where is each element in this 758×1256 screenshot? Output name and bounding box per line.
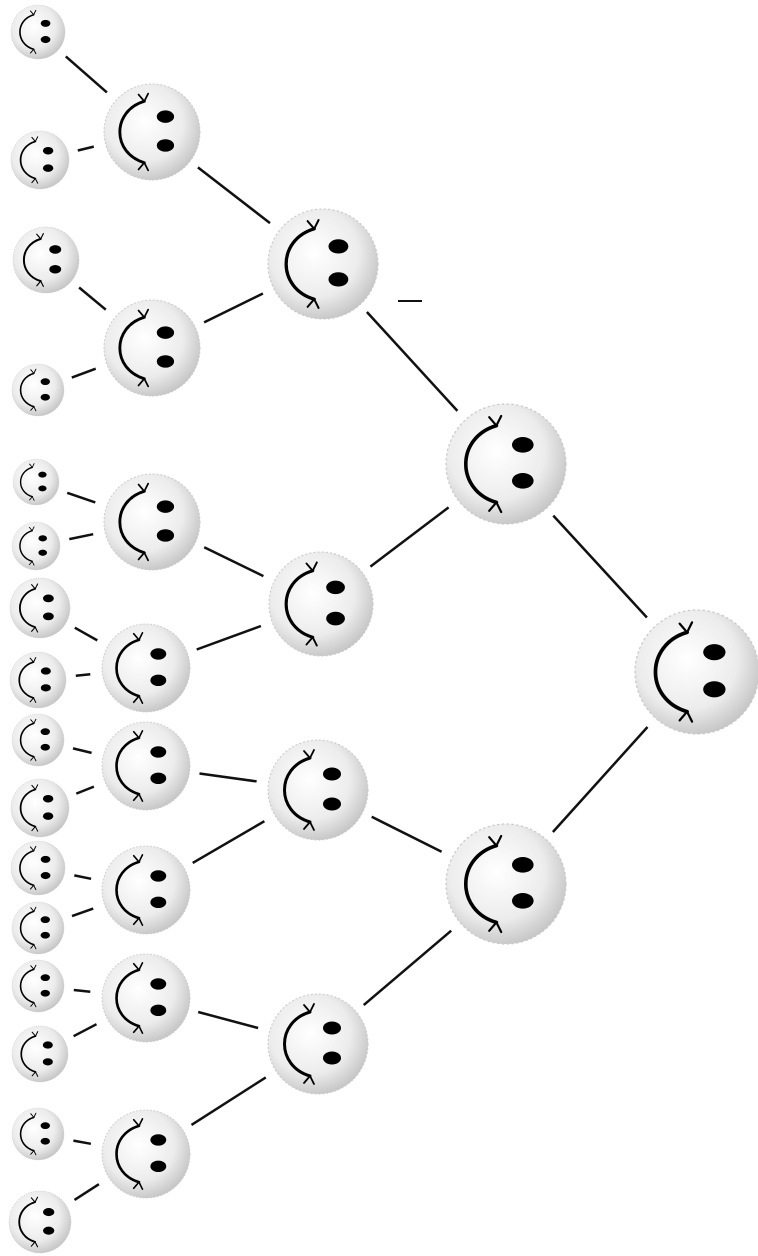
leaf-node [10,4,66,60]
tree-node [101,845,191,935]
smiley-face-icon [10,778,70,838]
tree-edge [66,491,96,504]
leaf-node [10,840,66,896]
smiley-face-icon [11,713,65,767]
leaf-node [12,226,80,294]
smiley-face-icon [10,130,70,190]
tree-edge [192,820,266,864]
tree-edge [73,1023,98,1038]
tree-node [101,1109,191,1199]
tree-edge [73,1139,92,1146]
tree-edges [64,55,649,1201]
tree-node [267,208,379,320]
tree-edge [362,929,453,1007]
leaf-node [9,577,71,639]
tree-node [445,403,567,525]
tree-edge [72,747,92,755]
leaf-node [10,130,70,190]
smiley-face-icon [445,403,567,525]
smiley-face-icon [101,623,191,713]
smiley-face-icon [267,208,379,320]
smiley-face-icon [267,739,369,841]
tree-edge [77,145,95,152]
smiley-face-icon [11,363,65,417]
tree-edge [74,874,92,881]
tree-edge [203,292,264,324]
leaf-node [11,1107,65,1161]
leaf-node [11,1025,69,1083]
leaf-node [11,521,61,571]
smiley-face-icon [11,521,61,571]
smiley-face-icon [101,953,191,1043]
leaf-node [11,713,65,767]
tree-edge [71,907,94,918]
tree-node [268,551,374,657]
leaf-node [11,363,65,417]
tree-edge [371,815,443,853]
smiley-face-icon [8,1190,72,1254]
leaf-node [9,651,67,709]
tree-node [101,953,191,1043]
smiley-face-icon [267,993,369,1095]
tree-edge [196,624,262,651]
tree-edge [73,988,91,994]
smiley-face-icon [11,959,65,1013]
tree-node [445,823,567,945]
smiley-face-icon [11,1025,69,1083]
smiley-face-icon [10,4,66,60]
tree-nodes [8,4,758,1254]
tree-node [103,83,201,181]
tree-edge [203,546,264,578]
smiley-face-icon [9,577,71,639]
tree-node [103,299,201,397]
tree-node [101,721,191,811]
tree-edge [69,532,94,541]
tree-edge [64,55,108,94]
tree-node [267,993,369,1095]
tree-edge [197,1010,259,1030]
smiley-face-icon [9,651,67,709]
smiley-face-icon [101,721,191,811]
tree-node [103,473,201,571]
tree-node [267,739,369,841]
root-node [634,609,758,735]
smiley-face-icon [11,901,65,955]
tree-edge [71,367,97,379]
tree-edge [199,772,257,783]
tree-edge [78,286,107,311]
leaf-node [11,959,65,1013]
tree-edge [552,514,648,619]
tree-edge [190,1076,267,1126]
leaf-node [11,901,65,955]
tree-edge [74,626,98,642]
leaf-node [12,458,60,506]
tree-edge [73,1183,100,1201]
leaf-node [10,778,70,838]
tree-edge [75,672,91,678]
smiley-face-icon [12,458,60,506]
smiley-face-icon [103,473,201,571]
tree-edge [369,506,450,568]
smiley-face-icon [634,609,758,735]
tree-edge [365,311,459,412]
leaf-node [8,1190,72,1254]
tree-edge [551,726,649,833]
smiley-face-icon [103,299,201,397]
smiley-face-icon [103,83,201,181]
smiley-face-icon [10,840,66,896]
smiley-face-icon [268,551,374,657]
tree-edge [75,785,95,795]
smiley-face-icon [12,226,80,294]
smiley-face-icon [101,845,191,935]
tree-node [101,623,191,713]
smiley-face-icon [11,1107,65,1161]
smiley-face-icon [101,1109,191,1199]
tree-edge [197,166,271,225]
smiley-face-icon [445,823,567,945]
